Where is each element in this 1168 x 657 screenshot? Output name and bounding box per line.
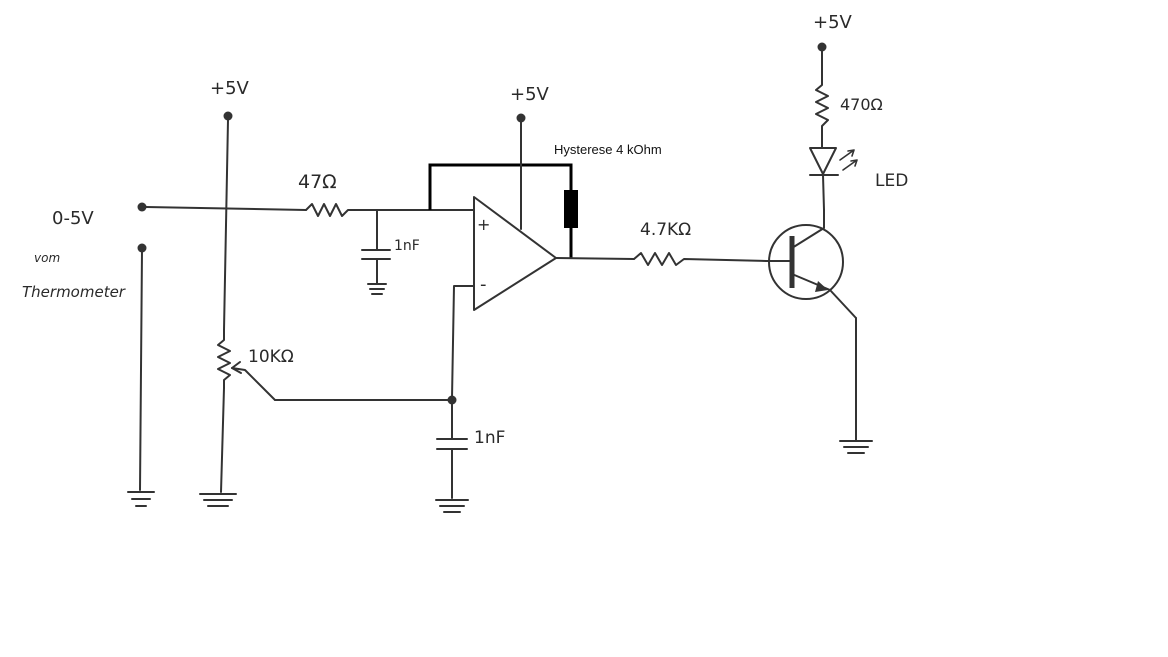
capacitor-input-label: 1nF [394,238,420,254]
resistor-470-label: 470Ω [840,95,883,114]
capacitor-reference-label: 1nF [474,428,505,448]
ground-symbol-pot [199,493,237,507]
supply-terminal-left [223,111,233,121]
supply-label-opamp: +5V [510,84,550,105]
supply-terminal-opamp [516,113,526,123]
ground-symbol-transistor [839,440,873,454]
capacitor-reference [435,403,469,513]
opamp-plus-label: + [477,215,490,234]
capacitor-input-filter [361,209,391,295]
input-terminal-signal [137,202,147,212]
hysteresis-feedback [428,163,578,258]
ground-symbol-input [127,491,155,507]
supply-label-led: +5V [813,12,853,33]
resistor-4k7-label: 4.7KΩ [640,220,691,240]
input-range-label: 0-5V [52,208,94,229]
led-diode [809,147,858,211]
potentiometer-label: 10KΩ [248,347,294,367]
resistor-47-ohm [305,203,356,217]
resistor-47-label: 47Ω [298,171,337,193]
input-source-label-line2: Thermometer [22,283,126,301]
supply-terminal-led [817,42,827,52]
npn-transistor [765,209,857,319]
resistor-470-ohm [815,50,829,149]
reference-node [447,395,457,405]
input-source-label-line1: vom [34,251,60,265]
hysteresis-label: Hysterese 4 kOhm [554,142,662,157]
supply-label-left: +5V [210,78,250,99]
input-terminal-ground [137,243,147,491]
opamp-comparator [473,121,557,311]
potentiometer-10k [217,329,276,401]
opamp-minus-label: - [480,274,487,295]
led-label: LED [875,171,908,191]
resistor-4k7 [633,252,767,266]
